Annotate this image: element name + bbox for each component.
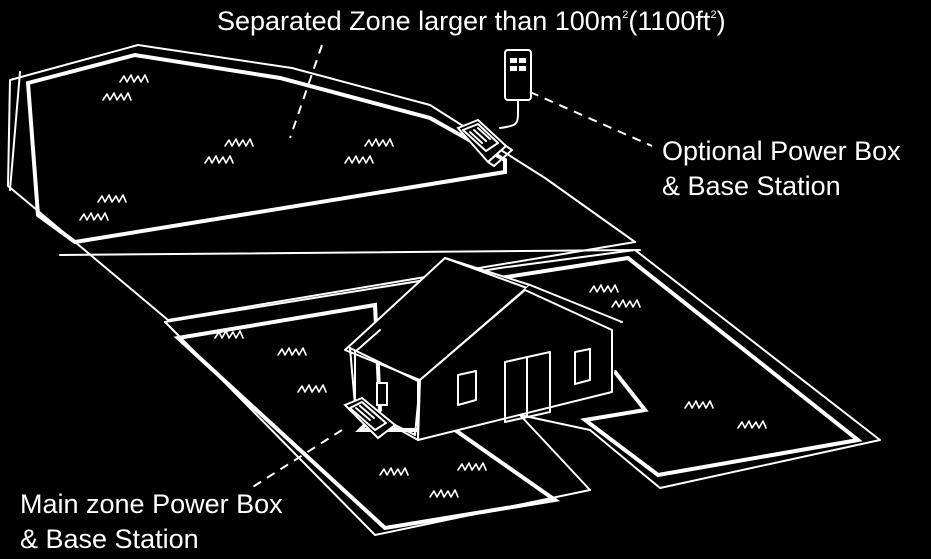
grass-tuft-icon: [429, 489, 459, 498]
main-base-station-mower-icon: [343, 396, 397, 440]
main-station-label-line2: & Base Station: [20, 524, 199, 554]
optional-station-leader-line: [529, 91, 653, 147]
house-door: [504, 351, 551, 423]
optional-station-label-line1: Optional Power Box: [662, 136, 901, 166]
grass-tuft-icon: [457, 462, 487, 471]
grass-tuft-icon: [589, 284, 619, 293]
grass-tuft-icon: [277, 347, 307, 356]
separated-zone-label-mid: (1100ft: [628, 6, 711, 36]
main-power-box-icon: [376, 382, 388, 406]
optional-base-station-mower-icon: [456, 118, 513, 167]
grass-tufts: [79, 74, 767, 498]
house-icon: [344, 257, 623, 441]
separated-zone-ground: [7, 44, 641, 321]
grass-tuft-icon: [297, 384, 327, 393]
optional-station-label-line2: & Base Station: [662, 171, 841, 201]
separated-zone-label-sup2: 2: [710, 9, 716, 21]
main-station-label-line1: Main zone Power Box: [20, 489, 283, 519]
grass-tuft-icon: [214, 330, 244, 339]
grass-tuft-icon: [79, 212, 109, 221]
grass-tuft-icon: [344, 155, 374, 164]
separated-zone-boundary-wire: [25, 52, 507, 245]
grass-tuft-icon: [737, 420, 767, 429]
optional-power-box-icon: [499, 49, 532, 129]
separated-zone-label-sup1: 2: [622, 9, 628, 21]
house-window-left: [457, 370, 477, 406]
grass-tuft-icon: [224, 138, 254, 147]
grass-tuft-icon: [611, 299, 641, 308]
separated-zone-label-suffix: ): [717, 6, 726, 36]
grass-tuft-icon: [364, 138, 394, 147]
grass-tuft-icon: [119, 74, 149, 83]
grass-tuft-icon: [204, 155, 234, 164]
main-station-leader-line: [247, 429, 343, 491]
separated-zone-label-prefix: Separated Zone larger than 100m: [217, 6, 622, 36]
grass-tuft-icon: [102, 92, 132, 101]
grass-tuft-icon: [684, 400, 714, 409]
main-zone-ground: [164, 249, 881, 536]
separated-zone-label: Separated Zone larger than 100m2(1100ft2…: [217, 6, 726, 36]
grass-tuft-icon: [379, 467, 409, 476]
grass-tuft-icon: [97, 194, 127, 203]
house-window-right: [574, 348, 591, 385]
separated-zone-leader-line: [289, 44, 323, 139]
